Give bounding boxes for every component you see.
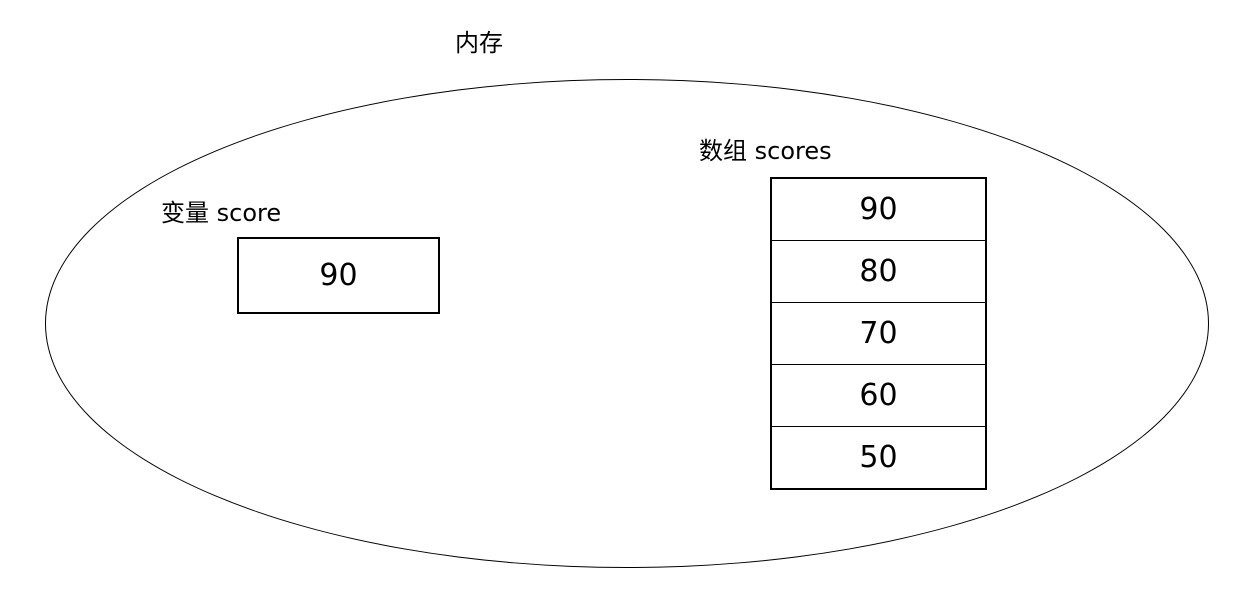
array-cell-3: 60: [772, 365, 985, 427]
array-cell-1: 80: [772, 241, 985, 303]
array-cell-3-value: 60: [859, 378, 898, 413]
memory-boundary-ellipse: [45, 79, 1209, 568]
array-cell-0: 90: [772, 179, 985, 241]
diagram-title: 内存: [455, 29, 503, 57]
variable-label: 变量 score: [161, 199, 282, 227]
array-box: 90 80 70 60 50: [770, 177, 987, 490]
array-cell-4-value: 50: [859, 440, 898, 475]
array-cell-1-value: 80: [859, 254, 898, 289]
variable-value: 90: [319, 258, 358, 293]
array-label: 数组 scores: [699, 137, 832, 165]
array-cell-2-value: 70: [859, 316, 898, 351]
array-cell-0-value: 90: [859, 192, 898, 227]
array-cell-4: 50: [772, 427, 985, 488]
array-cell-2: 70: [772, 303, 985, 365]
variable-value-box: 90: [237, 237, 440, 314]
